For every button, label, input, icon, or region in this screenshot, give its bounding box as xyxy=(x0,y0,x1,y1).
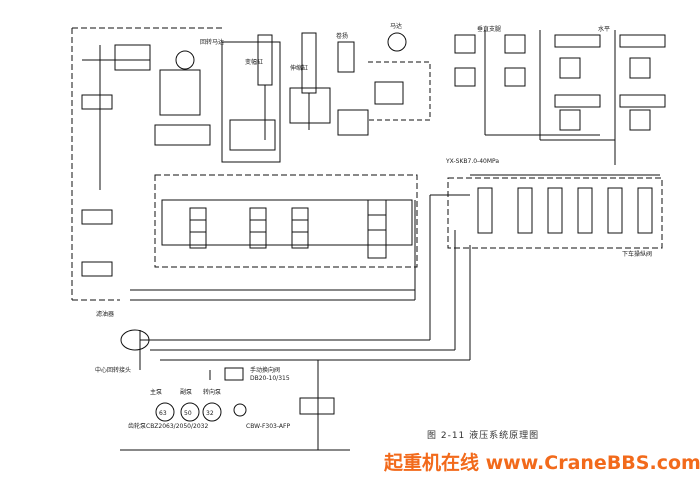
upper-left-components xyxy=(81,44,211,277)
label-upper-tank: 回转马达 xyxy=(200,38,224,46)
label-outrigger-valve: 下车操纵阀 xyxy=(622,250,652,258)
outrigger-cylinders xyxy=(454,30,666,165)
piping-lines xyxy=(120,195,471,451)
label-filter: 滤油器 xyxy=(96,310,114,318)
figure-caption: 图 2-11 液压系统原理图 xyxy=(427,431,540,441)
label-hand-valve-model: DB20-10/315 xyxy=(250,375,290,382)
label-outrigger-vertical: 垂直支腿 xyxy=(477,25,501,33)
label-cylinder-b: 伸缩缸 xyxy=(290,64,308,72)
label-outrigger-horizontal: 水平 xyxy=(598,25,610,33)
label-cylinder-a: 变幅缸 xyxy=(245,58,263,66)
label-hand-valve: 手动换向阀 xyxy=(250,366,280,374)
label-upper-motor: 马达 xyxy=(390,22,402,30)
main-valve-spools xyxy=(189,199,387,259)
label-pump-model: CBW-F303-AFP xyxy=(246,423,290,430)
label-swivel: 中心回转接头 xyxy=(95,366,131,374)
site-watermark: 起重机在线 www.CraneBBS.com xyxy=(384,452,700,474)
main-valve-dashed-frame xyxy=(154,174,418,268)
swivel-joint xyxy=(120,329,150,351)
label-pump-mid: 副泵 xyxy=(180,388,192,396)
pump1-size: 63 xyxy=(159,410,167,417)
pump2-size: 50 xyxy=(184,410,192,417)
outrigger-valve-block xyxy=(430,174,663,249)
label-pump-note: 齿轮泵CBZ2063/2050/2032 xyxy=(128,422,208,430)
label-pump-right: 转向泵 xyxy=(203,388,221,396)
inner-valve-frame xyxy=(161,199,413,246)
label-winch: 卷扬 xyxy=(336,32,348,40)
pump3-size: 32 xyxy=(206,410,214,417)
cylinders xyxy=(257,32,355,140)
label-pressure-note: YX-SKB7.0-40MPa xyxy=(445,158,499,165)
upper-left-dashed-frame xyxy=(71,27,225,301)
label-pump-left: 主泵 xyxy=(150,388,162,396)
pump-group xyxy=(155,367,335,422)
middle-valve-groups xyxy=(221,32,431,163)
